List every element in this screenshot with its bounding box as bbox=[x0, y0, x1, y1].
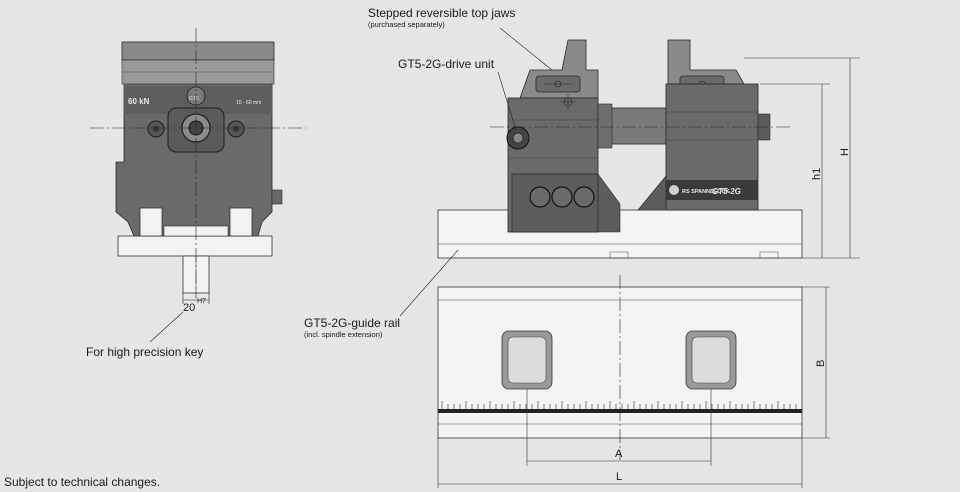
key-width-label: 20 bbox=[183, 302, 195, 314]
hole-1-icon bbox=[529, 186, 551, 208]
dim-H: H bbox=[839, 148, 851, 156]
side-view: RS SPANNBLOCK GT5-2G h1 H Stepped revers… bbox=[368, 6, 860, 259]
guide-rail-callout-note: (incl. spindle extension) bbox=[304, 330, 383, 339]
range-label: 10 - 60 mm bbox=[236, 100, 261, 106]
scale-ticks bbox=[441, 401, 797, 409]
logo-text: RS SPANNBLOCK bbox=[682, 189, 730, 195]
hole-2-icon bbox=[551, 186, 573, 208]
jaws-callout: Stepped reversible top jaws bbox=[368, 6, 515, 20]
key-tolerance-label: H7 bbox=[197, 298, 206, 305]
front-base-rail bbox=[117, 235, 273, 257]
front-top-jaw bbox=[121, 41, 275, 61]
brand-logo-icon bbox=[669, 185, 679, 195]
jaws-callout-note: (purchased separately) bbox=[368, 20, 445, 29]
footer-note: Subject to technical changes. bbox=[4, 475, 161, 489]
front-view: 60 kN 10 - 60 mm GT5 20 H7 For high prec… bbox=[86, 28, 306, 359]
brand-label: GT5 bbox=[189, 96, 199, 102]
drive-unit-callout: GT5-2G-drive unit bbox=[398, 57, 495, 71]
top-view: B A L GT5-2G-guide rail (incl. spindle e… bbox=[304, 249, 830, 488]
guide-rail-callout: GT5-2G-guide rail bbox=[304, 316, 400, 330]
model-text: GT5-2G bbox=[712, 187, 741, 196]
force-label: 60 kN bbox=[128, 97, 150, 106]
dim-B: B bbox=[815, 360, 827, 367]
dim-L: L bbox=[616, 471, 622, 483]
key-callout: For high precision key bbox=[86, 345, 203, 359]
dim-A: A bbox=[615, 448, 623, 460]
hole-3-icon bbox=[573, 186, 595, 208]
dim-h1: h1 bbox=[811, 168, 823, 180]
